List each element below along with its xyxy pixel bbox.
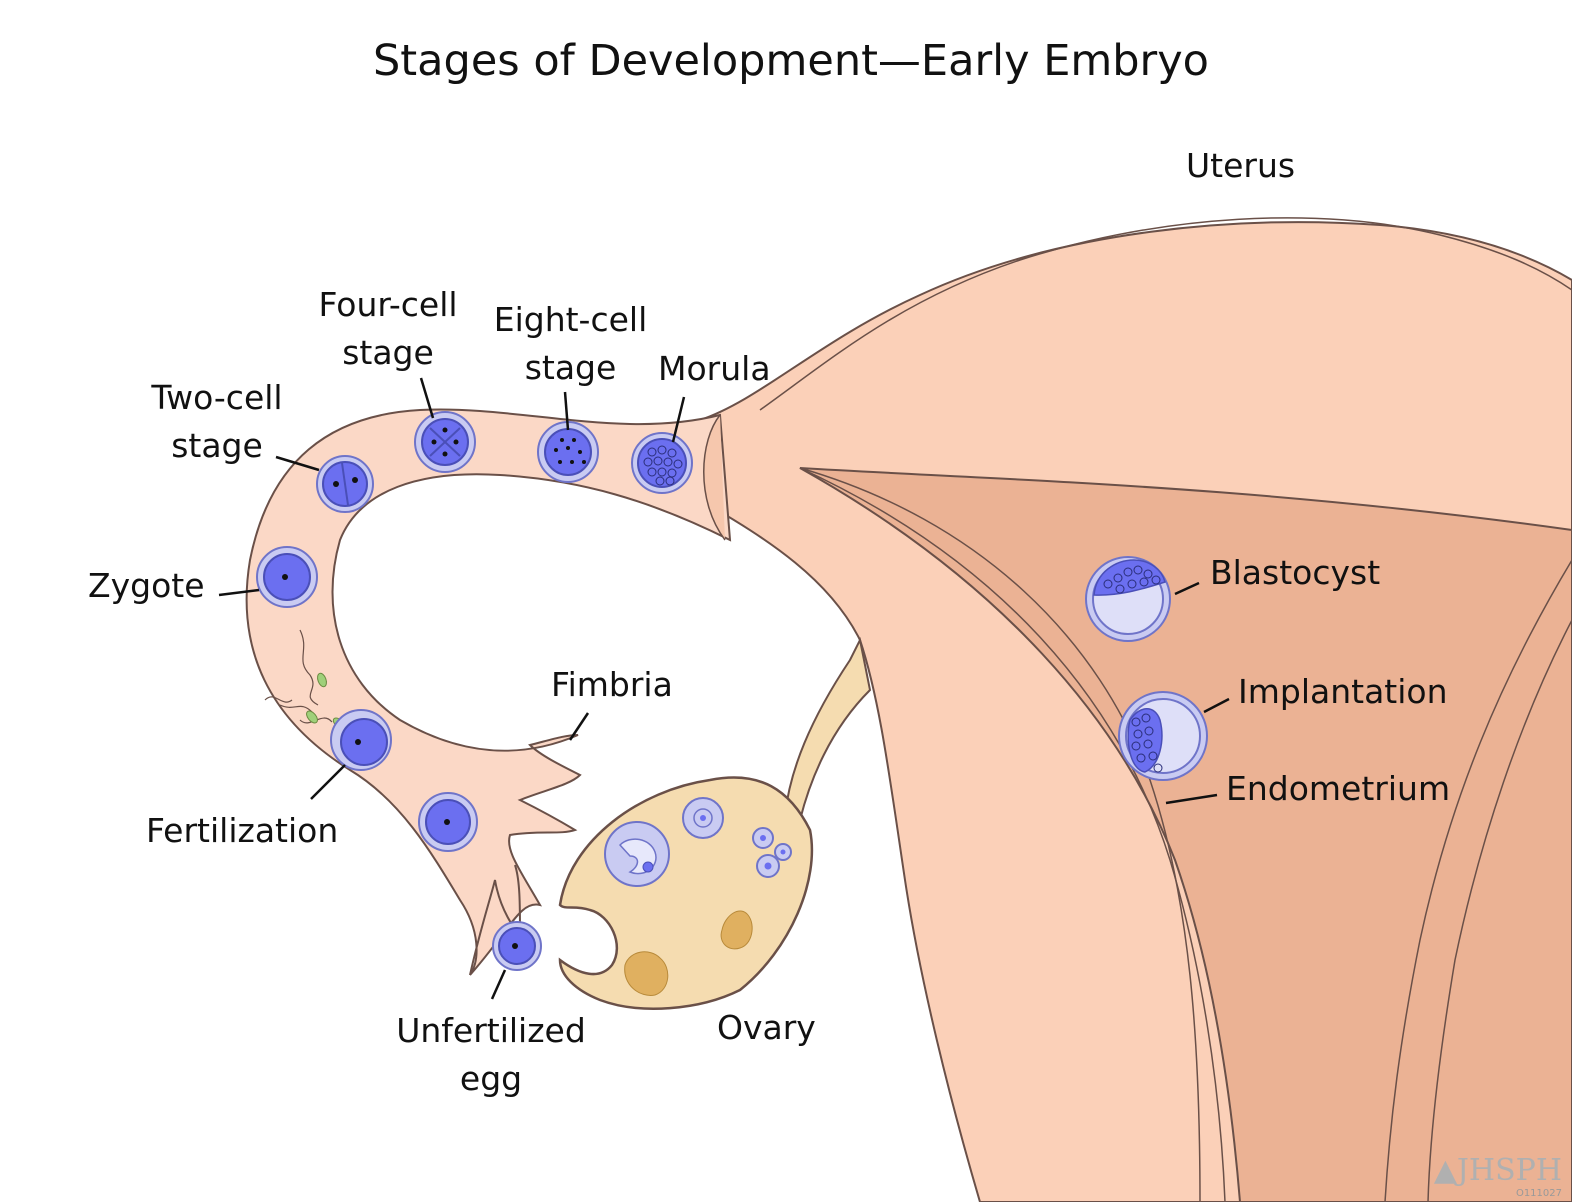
unfertilized-egg-cell — [493, 922, 541, 970]
label-four-cell-stage: Four-cell stage — [298, 281, 478, 377]
label-fertilization: Fertilization — [146, 807, 338, 855]
migrating-egg-cell — [419, 793, 477, 851]
label-unfertilized-line-1: Unfertilized — [386, 1007, 596, 1055]
eight-cell-stage-cell — [538, 422, 598, 482]
label-implantation: Implantation — [1238, 668, 1448, 716]
leader-fertilization — [311, 765, 345, 799]
label-four-cell-line-1: Four-cell — [298, 281, 478, 329]
four-cell-stage-cell — [415, 412, 475, 472]
label-unfertilized-egg: Unfertilized egg — [386, 1007, 596, 1103]
label-fimbria: Fimbria — [551, 661, 673, 709]
leader-fimbria — [570, 713, 588, 740]
jhsph-logo-icon: ▲ — [1434, 1153, 1457, 1188]
label-endometrium: Endometrium — [1226, 765, 1450, 813]
label-four-cell-line-2: stage — [298, 329, 478, 377]
fertilization-cell — [331, 710, 391, 770]
zygote-cell — [257, 547, 317, 607]
label-zygote: Zygote — [88, 562, 205, 610]
label-two-cell-line-2: stage — [132, 422, 302, 470]
jhsph-watermark: ▲JHSPH O111027 — [1434, 1156, 1562, 1186]
label-eight-cell-stage: Eight-cell stage — [478, 296, 663, 392]
label-morula: Morula — [658, 345, 771, 393]
label-blastocyst: Blastocyst — [1210, 549, 1380, 597]
diagram-title: Stages of Development—Early Embryo — [0, 36, 1572, 86]
ovarian-ligament — [785, 640, 870, 820]
two-cell-stage-cell — [317, 456, 373, 512]
label-two-cell-line-1: Two-cell — [132, 374, 302, 422]
leader-unfertilized — [492, 970, 505, 999]
label-uterus: Uterus — [1186, 142, 1295, 190]
label-eight-cell-line-1: Eight-cell — [478, 296, 663, 344]
morula-cell — [632, 433, 692, 493]
label-unfertilized-line-2: egg — [386, 1055, 596, 1103]
label-two-cell-stage: Two-cell stage — [132, 374, 302, 470]
blastocyst-cell — [1086, 557, 1170, 641]
implantation-cell — [1119, 692, 1207, 780]
label-ovary: Ovary — [717, 1004, 816, 1052]
label-eight-cell-line-2: stage — [478, 344, 663, 392]
watermark-logo-text: JHSPH — [1457, 1153, 1562, 1188]
watermark-code: O111027 — [1516, 1188, 1562, 1200]
